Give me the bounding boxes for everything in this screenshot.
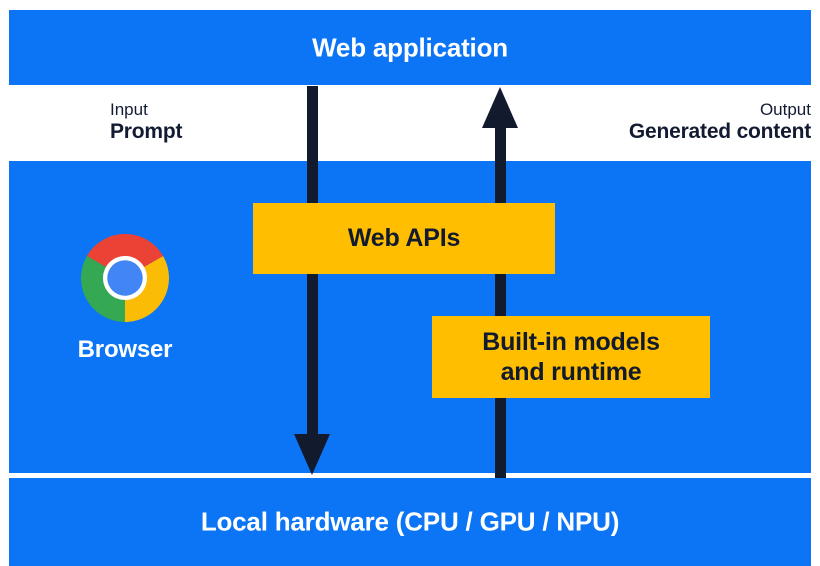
- arrow-down-head: [294, 434, 330, 475]
- band-local-hardware: Local hardware (CPU / GPU / NPU): [9, 478, 811, 566]
- output-flow-kind: Output: [759, 100, 811, 119]
- browser-label: Browser: [77, 336, 173, 363]
- output-flow-value: Generated content: [628, 120, 811, 144]
- web-application-title: Web application: [312, 32, 508, 62]
- input-flow-label: Input Prompt: [110, 100, 183, 145]
- builtin-models-label-line1: Built-in models: [482, 327, 660, 356]
- component-box-builtin-models[interactable]: Built-in models and runtime: [432, 316, 710, 398]
- arrow-up-shaft: [495, 124, 506, 478]
- builtin-models-label-line2: and runtime: [500, 358, 642, 386]
- input-flow-value: Prompt: [110, 120, 183, 144]
- band-web-application: Web application: [9, 10, 811, 85]
- builtin-models-label: Built-in models and runtime: [482, 327, 660, 388]
- input-flow-kind: Input: [110, 100, 148, 119]
- local-hardware-title: Local hardware (CPU / GPU / NPU): [200, 506, 620, 537]
- web-apis-label: Web APIs: [347, 224, 461, 253]
- arrow-up-head: [482, 87, 518, 128]
- chrome-logo-icon: [79, 232, 171, 324]
- output-flow-label: Output Generated content: [629, 100, 811, 145]
- component-box-web-apis[interactable]: Web APIs: [253, 203, 555, 274]
